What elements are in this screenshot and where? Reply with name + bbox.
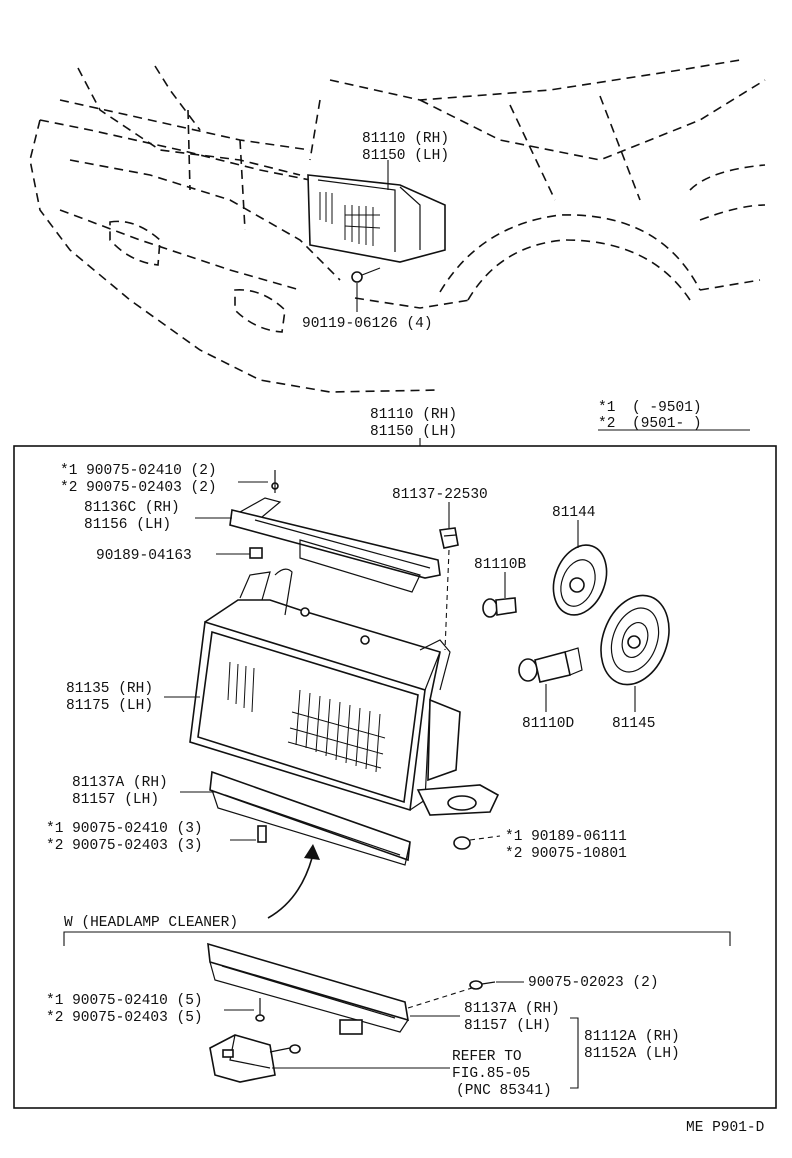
cleaner-screw-spec-2: *2 90075-02403 (5) xyxy=(46,1010,203,1026)
bulb-main-part xyxy=(518,647,583,683)
cleaner-screw-spec-1: *1 90075-02410 (5) xyxy=(46,993,203,1009)
box-header-rh: 81110 (RH) xyxy=(370,407,457,423)
top-assy-label-lh: 81150 (LH) xyxy=(362,148,449,164)
drawing-code: ME P901-D xyxy=(686,1120,764,1136)
bulb-small-part xyxy=(482,597,517,618)
cleaner-screw-path xyxy=(407,987,473,1009)
top-screw-label: 90119-06126 (4) xyxy=(302,316,433,332)
box-header-lh: 81150 (LH) xyxy=(370,424,457,440)
bulb-main-label: 81110D xyxy=(522,716,574,732)
cleaner-screw-right-label: 90075-02023 (2) xyxy=(528,975,659,991)
vehicle-front-outline xyxy=(29,59,766,393)
clip-label: 81137-22530 xyxy=(392,487,488,503)
upper-retainer-label-rh: 81136C (RH) xyxy=(84,500,180,516)
lower-screw-spec-2: *2 90075-02403 (3) xyxy=(46,838,203,854)
cleaner-bracket-label-rh: 81112A (RH) xyxy=(584,1029,680,1045)
upper-retainer-part xyxy=(229,470,441,593)
headlamp-unit-label-lh: 81175 (LH) xyxy=(66,698,153,714)
headlamp-on-vehicle xyxy=(307,174,446,283)
clip-dashed-path xyxy=(444,549,450,651)
lower-retainer-part xyxy=(209,770,411,866)
side-nut-spec-1: *1 90189-06111 xyxy=(505,829,627,845)
refer-line-3: (PNC 85341) xyxy=(456,1083,552,1099)
socket-cover-label: 81144 xyxy=(552,505,596,521)
cleaner-bracket xyxy=(63,931,731,946)
cleaner-screw-right-part xyxy=(469,980,496,990)
cleaner-title: W (HEADLAMP CLEANER) xyxy=(64,915,238,931)
legend-range-2: (9501- ) xyxy=(632,416,702,432)
clip-part xyxy=(439,527,459,549)
top-screw-spec-1: *1 90075-02410 (2) xyxy=(60,463,217,479)
refer-line-1: REFER TO xyxy=(452,1049,522,1065)
headlamp-unit-label-rh: 81135 (RH) xyxy=(66,681,153,697)
rubber-cover-part xyxy=(600,594,670,686)
upper-retainer-label-lh: 81156 (LH) xyxy=(84,517,171,533)
cleaner-retainer-label-lh: 81157 (LH) xyxy=(464,1018,551,1034)
nut-upper-label: 90189-04163 xyxy=(96,548,192,564)
top-screw-spec-2: *2 90075-02403 (2) xyxy=(60,480,217,496)
legend-mark-2: *2 xyxy=(598,416,615,432)
side-nut-part xyxy=(453,835,501,850)
cleaner-arrow-head xyxy=(304,844,320,860)
lower-retainer-label-lh: 81157 (LH) xyxy=(72,792,159,808)
headlamp-unit-part xyxy=(189,568,500,816)
legend-range-1: ( -9501) xyxy=(632,400,702,416)
socket-cover-part xyxy=(552,544,608,616)
top-assy-label-rh: 81110 (RH) xyxy=(362,131,449,147)
refer-line-2: FIG.85-05 xyxy=(452,1066,530,1082)
legend-mark-1: *1 xyxy=(598,400,615,416)
rubber-cover-label: 81145 xyxy=(612,716,656,732)
cleaner-bracket-part xyxy=(209,1034,301,1083)
bulb-small-label: 81110B xyxy=(474,557,527,573)
cleaner-retainer-label-rh: 81137A (RH) xyxy=(464,1001,560,1017)
side-nut-spec-2: *2 90075-10801 xyxy=(505,846,627,862)
cleaner-screw-left-part xyxy=(255,998,265,1022)
parts-frame xyxy=(13,445,777,1109)
cleaner-arrow xyxy=(267,857,313,919)
cleaner-bracket-label-lh: 81152A (LH) xyxy=(584,1046,680,1062)
lower-screw-spec-1: *1 90075-02410 (3) xyxy=(46,821,203,837)
lower-retainer-label-rh: 81137A (RH) xyxy=(72,775,168,791)
cleaner-retainer-part xyxy=(207,942,409,1035)
bracket-brace xyxy=(570,1017,579,1089)
